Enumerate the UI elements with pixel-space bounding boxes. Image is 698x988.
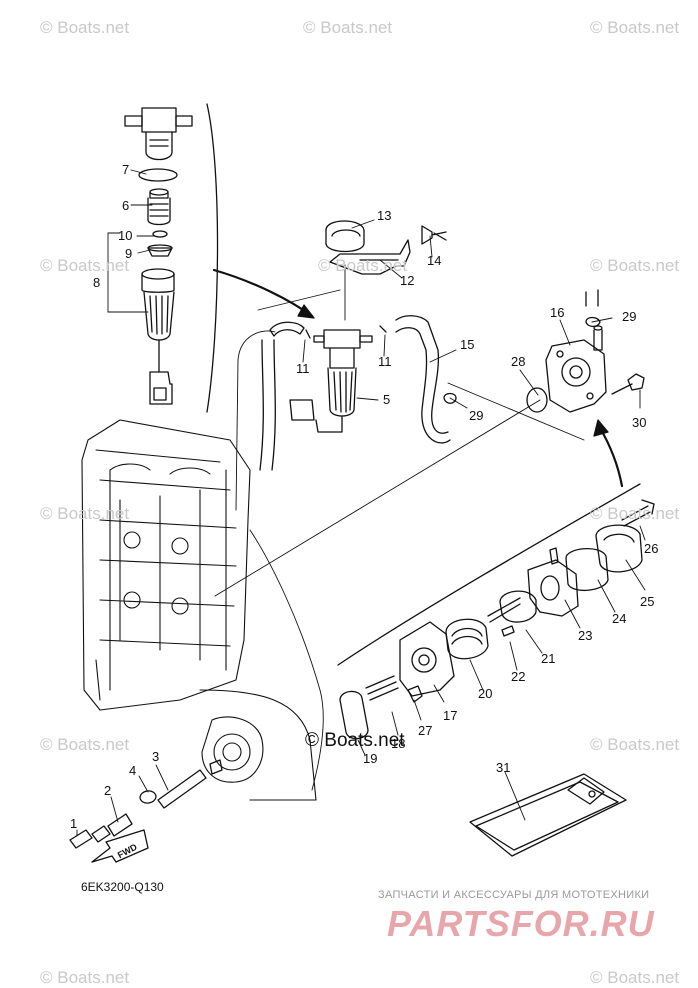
callout-19: 19	[363, 751, 378, 766]
filter-cup	[141, 268, 175, 405]
callout-24: 24	[612, 611, 627, 626]
watermark: © Boats.net	[590, 735, 680, 754]
watermark: © Boats.net	[590, 968, 680, 987]
brand-logo: PARTSFOR.RU	[387, 903, 655, 944]
callout-10: 10	[118, 228, 133, 243]
engine-block	[81, 419, 317, 801]
filter-assembly	[289, 329, 373, 433]
brand-tagline: ЗАПЧАСТИ И АКСЕССУАРЫ ДЛЯ МОТОТЕХНИКИ	[378, 889, 650, 901]
callout-12: 12	[400, 273, 415, 288]
diagram-code: 6EK3200-Q130	[81, 880, 164, 894]
callout-29: 29	[469, 408, 484, 423]
callout-29: 29	[622, 309, 637, 324]
watermark: © Boats.net	[590, 18, 680, 37]
callout-3: 3	[152, 749, 160, 764]
arrow-to-pump	[598, 426, 624, 488]
callout-8: 8	[93, 275, 101, 290]
filter-head	[124, 107, 193, 161]
fuel-pump-assembly	[545, 289, 607, 413]
arrow-to-filter-head	[297, 304, 315, 319]
callout-31: 31	[496, 760, 511, 775]
hose-clip	[585, 316, 601, 328]
watermark: © Boats.net	[40, 968, 130, 987]
callout-14: 14	[427, 253, 442, 268]
callout-9: 9	[125, 246, 133, 261]
filter-hoses	[259, 315, 451, 471]
callout-20: 20	[478, 686, 493, 701]
callout-17: 17	[443, 708, 458, 723]
callout-16: 16	[550, 305, 565, 320]
group-bracket-lower	[337, 483, 641, 666]
callout-2: 2	[104, 783, 112, 798]
watermark: © Boats.net	[40, 18, 130, 37]
callout-6: 6	[122, 198, 130, 213]
watermark: © Boats.net	[303, 18, 393, 37]
leader-lines	[76, 169, 646, 837]
watermark: © Boats.net	[318, 256, 408, 275]
pump-internals	[339, 499, 655, 740]
callout-22: 22	[511, 669, 526, 684]
assembly-lines	[214, 264, 585, 791]
callout-5: 5	[383, 392, 391, 407]
callout-27: 27	[418, 723, 433, 738]
o-ring	[138, 168, 178, 182]
watermark: © Boats.net	[590, 504, 680, 523]
callout-25: 25	[640, 594, 655, 609]
watermark: © Boats.net	[40, 735, 130, 754]
callout-23: 23	[578, 628, 593, 643]
callout-26: 26	[644, 541, 659, 556]
filter-bracket	[325, 220, 447, 275]
arrow-to-pump-head	[593, 419, 609, 437]
filter-float	[147, 230, 173, 257]
watermark: © Boats.net	[40, 256, 130, 275]
callout-30: 30	[632, 415, 647, 430]
callout-18: 18	[391, 736, 406, 751]
callout-4: 4	[129, 763, 137, 778]
pump-bolt	[611, 373, 645, 395]
callout-15: 15	[460, 337, 475, 352]
callout-11: 11	[378, 354, 392, 369]
parts-bag	[469, 773, 627, 857]
watermark: © Boats.net	[40, 504, 130, 523]
callout-13: 13	[377, 208, 392, 223]
copyright-text: © Boats.net	[305, 730, 405, 751]
fwd-arrow	[91, 829, 149, 863]
group-bracket-upper	[206, 103, 219, 413]
filter-element	[147, 188, 171, 226]
pump-gasket	[526, 387, 548, 413]
hose-clip-2	[443, 392, 457, 404]
callout-28: 28	[511, 354, 526, 369]
callout-7: 7	[122, 162, 130, 177]
lower-left-parts	[69, 759, 223, 849]
callout-1: 1	[70, 816, 78, 831]
callout-21: 21	[541, 651, 556, 666]
callout-11: 11	[296, 361, 310, 376]
watermark: © Boats.net	[590, 256, 680, 275]
